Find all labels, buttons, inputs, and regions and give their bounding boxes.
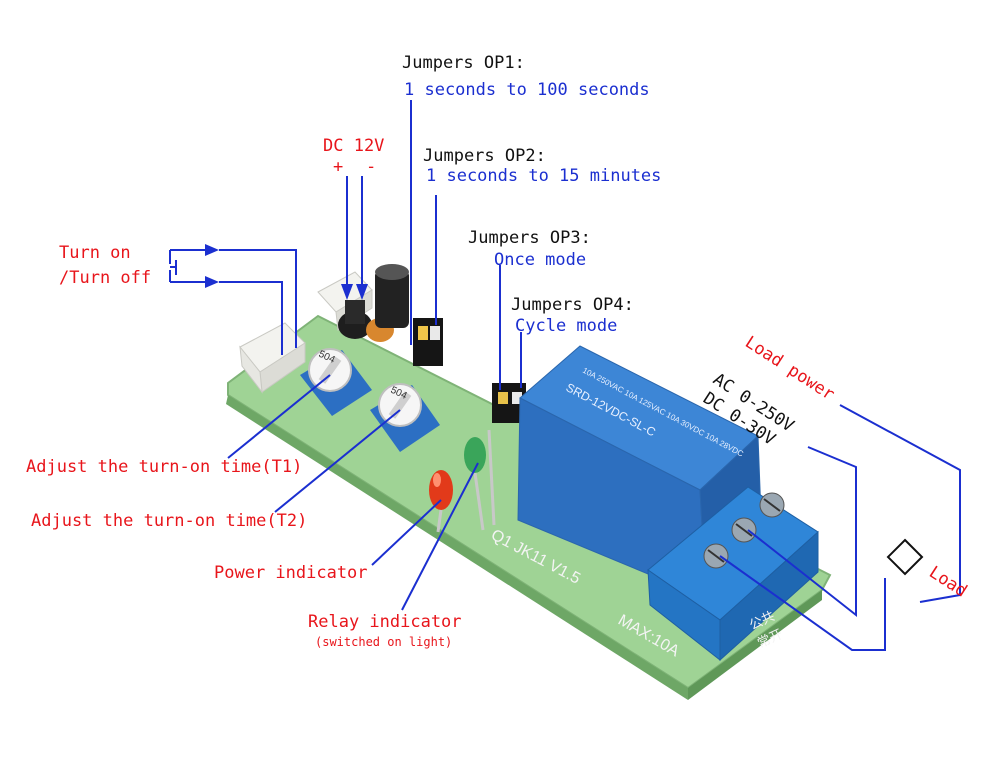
load-label: Load bbox=[925, 562, 970, 601]
op2-title: Jumpers OP2: bbox=[423, 146, 546, 166]
trigger-connector bbox=[239, 322, 306, 394]
potentiometer-t1: 504 bbox=[300, 348, 372, 416]
screw-terminal-block bbox=[647, 486, 819, 662]
turn-off-label: /Turn off bbox=[59, 268, 152, 288]
potentiometer-t2: 504 bbox=[370, 383, 440, 452]
relay-indicator-label: Relay indicator bbox=[308, 612, 462, 632]
electrolytic-capacitor bbox=[375, 264, 409, 328]
dc-plus-label: + bbox=[333, 157, 344, 177]
op2-description: 1 seconds to 15 minutes bbox=[426, 166, 662, 186]
op4-title: Jumpers OP4: bbox=[511, 295, 634, 315]
adjust-t1-label: Adjust the turn-on time(T1) bbox=[26, 457, 303, 477]
op1-description: 1 seconds to 100 seconds bbox=[404, 80, 650, 100]
jumper-block-op1-op2 bbox=[413, 318, 443, 366]
turn-on-label: Turn on bbox=[59, 243, 131, 263]
op4-description: Cycle mode bbox=[515, 316, 618, 336]
op1-title: Jumpers OP1: bbox=[402, 53, 525, 73]
dc-power-label: DC 12V bbox=[323, 136, 385, 156]
dc-minus-label: - bbox=[366, 157, 377, 177]
annotation-lines bbox=[169, 100, 961, 651]
relay-led bbox=[464, 429, 496, 531]
op3-description: Once mode bbox=[494, 250, 587, 270]
adjust-t2-label: Adjust the turn-on time(T2) bbox=[31, 511, 308, 531]
relay-indicator-note: (switched on light) bbox=[315, 635, 453, 649]
op3-title: Jumpers OP3: bbox=[468, 228, 591, 248]
power-led bbox=[429, 470, 453, 533]
transistor bbox=[338, 300, 372, 339]
power-indicator-label: Power indicator bbox=[214, 563, 368, 583]
